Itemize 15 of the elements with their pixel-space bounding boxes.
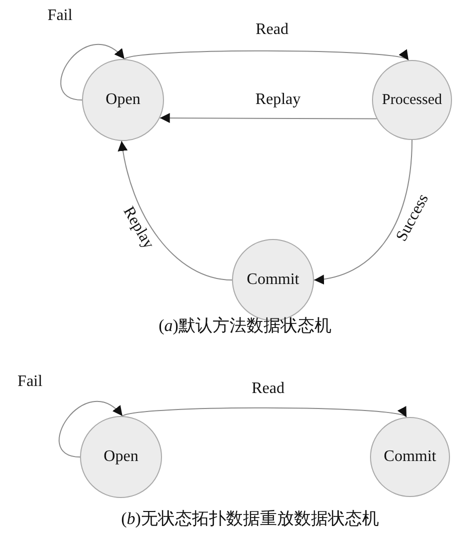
state-name: Commit: [246, 271, 300, 289]
arrow: [159, 113, 378, 123]
state-name: Open: [106, 91, 140, 109]
arrow: [58, 401, 123, 458]
edge-label: Replay: [253, 91, 303, 109]
state-name: Open: [104, 448, 138, 466]
arrow: [118, 140, 232, 280]
arrow: [122, 407, 408, 418]
arrow: [314, 140, 412, 284]
arrow: [60, 44, 125, 100]
state-name: Processed: [382, 92, 442, 108]
state-name: Commit: [384, 448, 436, 466]
figure-caption: (a)默认方法数据状态机: [158, 315, 332, 337]
figure-caption: (b)无状态拓扑数据重放数据状态机: [121, 508, 379, 530]
arrow: [124, 50, 410, 62]
